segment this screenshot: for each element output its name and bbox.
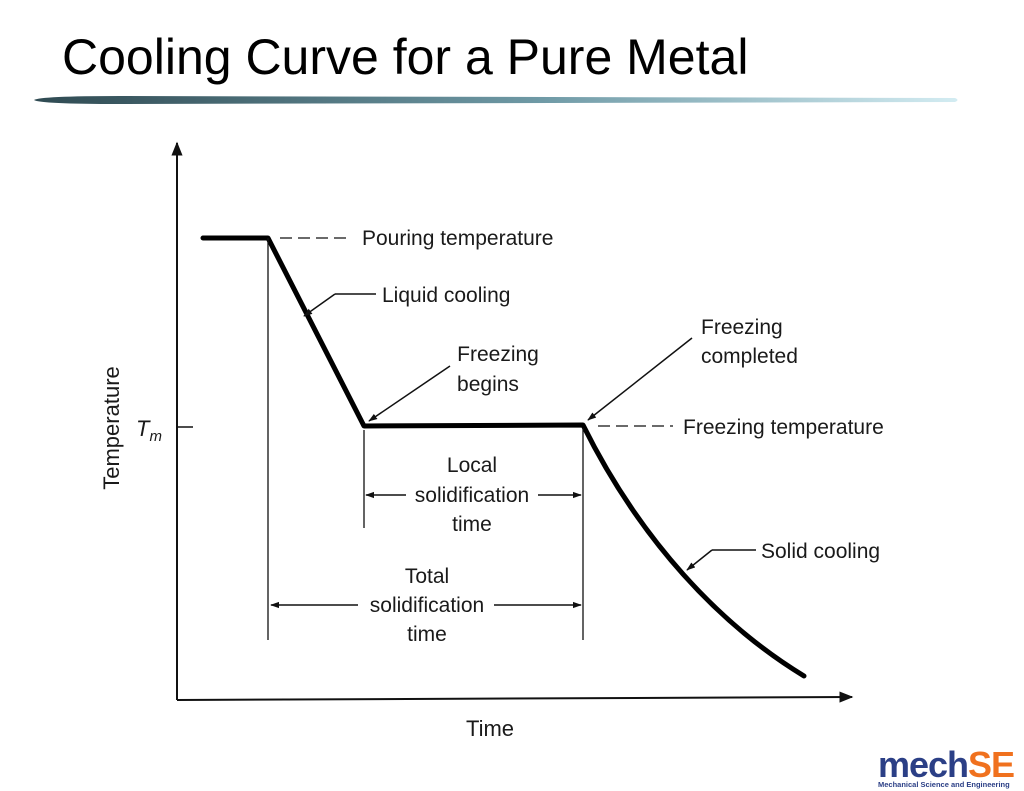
title-underline-bar [34,96,958,104]
tm-label: Tm [136,416,162,445]
freezing-temperature-label: Freezing temperature [683,416,884,439]
freezing-begins-label: Freezing [457,343,539,366]
liquid-cooling-label: Liquid cooling [382,284,510,307]
solid-cooling-arrow [686,549,713,571]
freezing-completed-label-2: completed [701,345,798,368]
total-solidification-label-3: time [407,623,447,646]
freezing-begins-arrow [368,365,451,422]
x-axis [176,691,854,703]
local-solidification-label-1: Local [447,454,497,477]
freezing-completed-label: Freezing [701,316,783,339]
slide-title: Cooling Curve for a Pure Metal [62,29,749,85]
liquid-cooling-arrow [303,293,336,317]
local-solidification-label-2: solidification [415,484,529,507]
y-axis-label: Temperature [99,366,124,490]
cooling-curve [200,235,807,679]
solid-cooling-label: Solid cooling [761,540,880,563]
local-solidification-label-3: time [452,513,492,536]
total-solidification-label-2: solidification [370,594,484,617]
mechse-logo: mechSE Mechanical Science and Engineerin… [876,744,1024,791]
total-solidification-label-1: Total [405,565,449,588]
freezing-begins-label-2: begins [457,373,519,396]
logo-tagline: Mechanical Science and Engineering [878,780,1010,789]
logo-wordmark: mechSE [878,744,1015,785]
pouring-temperature-label: Pouring temperature [362,227,553,250]
freezing-completed-arrow [587,337,693,421]
x-axis-label: Time [466,716,514,741]
